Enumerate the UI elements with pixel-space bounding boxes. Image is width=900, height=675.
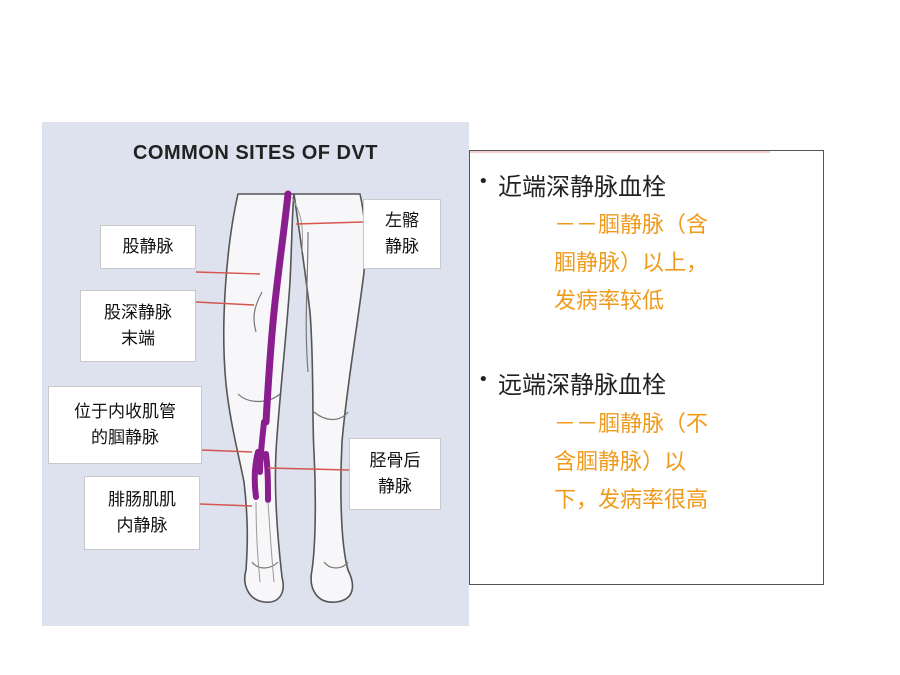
legs-illustration	[195, 190, 366, 603]
leader-gastroc	[199, 503, 253, 507]
leader-tibial	[267, 467, 350, 471]
popliteal-vein-thrombus	[257, 419, 267, 475]
dvt-classification-panel: 近端深静脉血栓 －－腘静脉（含 腘静脉）以上， 发病率较低 远端深静脉血栓 －－…	[469, 150, 824, 585]
label-posterior-tibial-vein: 胫骨后 静脉	[349, 438, 441, 510]
label-femoral-vein: 股静脉	[100, 225, 196, 269]
label-left-iliac-vein: 左髂 静脉	[363, 199, 441, 269]
leader-adductor	[201, 449, 253, 453]
bullet-distal-description: －－腘静脉（不 含腘静脉）以 下，发病率很高	[554, 412, 709, 513]
calf-vein-thrombus-b	[263, 451, 271, 503]
label-deep-femoral-vein-end: 股深静脉 末端	[80, 290, 196, 362]
calf-vein-thrombus-a	[251, 449, 261, 500]
leader-deep-femoral	[195, 301, 255, 306]
label-adductor-canal-popliteal: 位于内收肌管 的腘静脉	[48, 386, 202, 464]
label-gastrocnemius-vein: 腓肠肌肌 内静脉	[84, 476, 200, 550]
bullet-proximal-dvt: 近端深静脉血栓	[478, 167, 666, 202]
left-leg-outline	[293, 193, 366, 603]
leader-femoral	[195, 271, 261, 275]
dvt-sites-figure: COMMON SITES OF DVT	[42, 122, 469, 626]
leader-iliac	[295, 221, 364, 225]
bullet-distal-dvt: 远端深静脉血栓	[478, 365, 666, 400]
figure-title: COMMON SITES OF DVT	[132, 142, 379, 164]
panel-content: 近端深静脉血栓 －－腘静脉（含 腘静脉）以上， 发病率较低 远端深静脉血栓 －－…	[470, 151, 770, 565]
femoral-vein-thrombus	[262, 190, 292, 426]
bullet-proximal-description: －－腘静脉（含 腘静脉）以上， 发病率较低	[554, 213, 709, 314]
